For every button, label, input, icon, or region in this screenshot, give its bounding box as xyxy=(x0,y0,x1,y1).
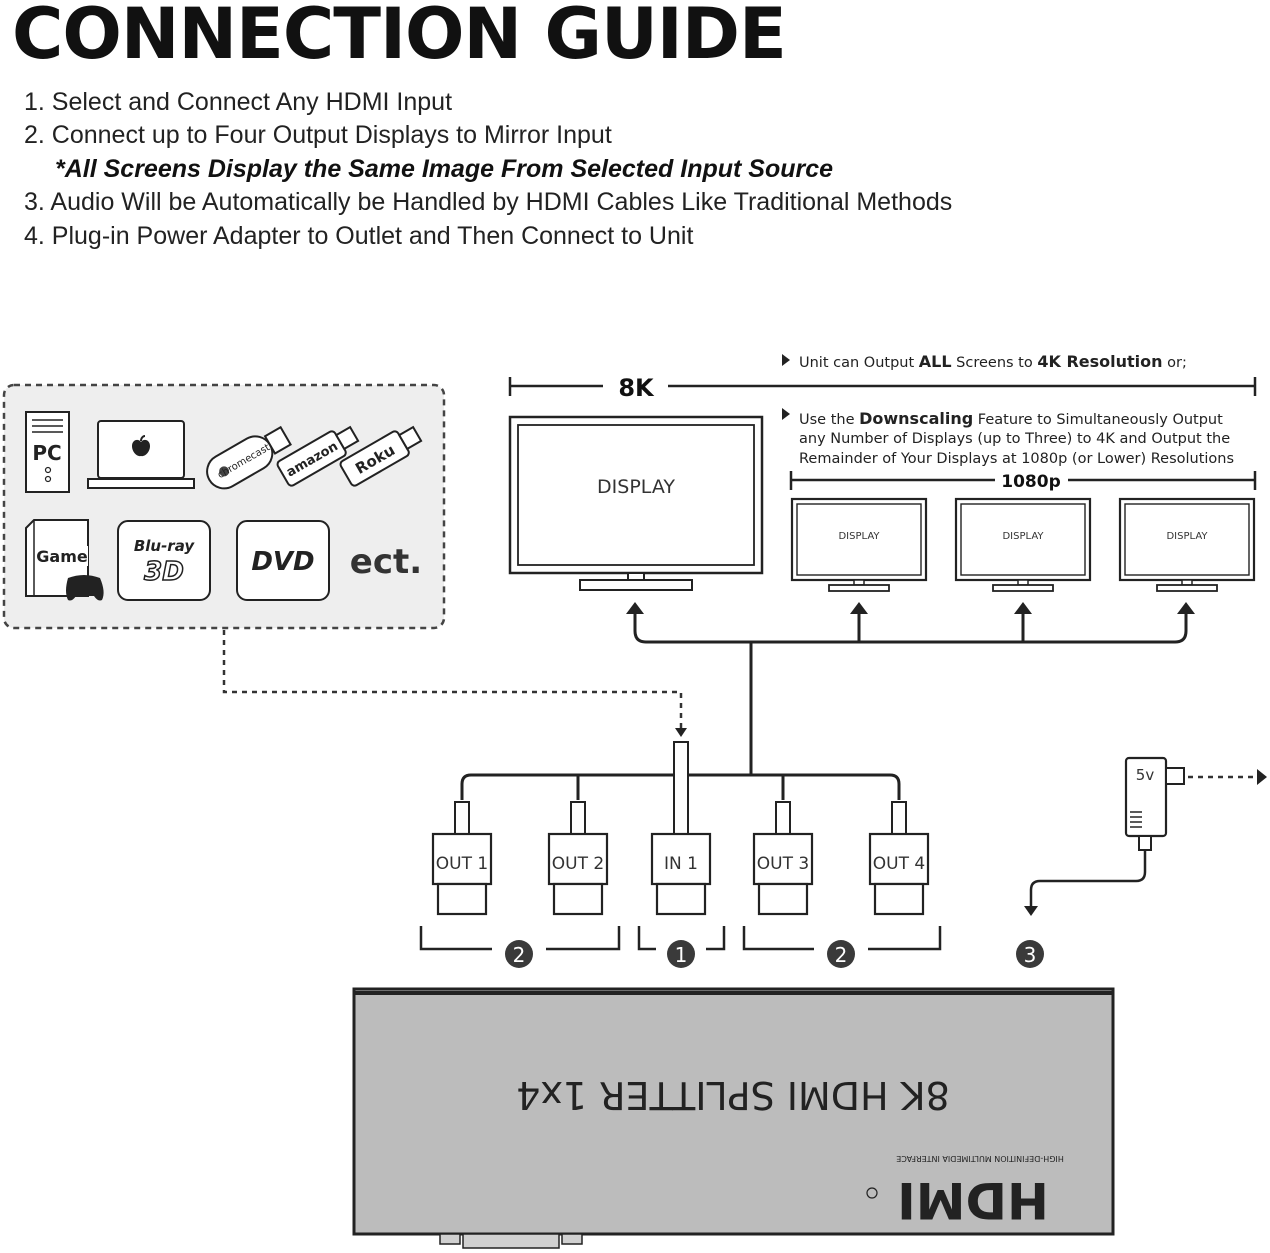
connector-out-1: OUT 1 xyxy=(431,801,493,916)
device-name: 8K HDMI SPLITTER 1x4 xyxy=(516,1073,950,1117)
resolution-notes: Unit can Output ALL Screens to 4K Resolu… xyxy=(782,352,1234,467)
bracket-8k: 8K xyxy=(508,374,1257,402)
small-display-3-label: DISPLAY xyxy=(1166,531,1208,542)
game-label: Game xyxy=(36,547,88,566)
arrow-up-icon xyxy=(1177,602,1195,614)
bullet-1-all: ALL xyxy=(919,352,952,371)
marker-2b: 2 xyxy=(835,943,848,967)
bracket-1080p: 1080p xyxy=(789,471,1257,492)
port-in-1-label: IN 1 xyxy=(664,854,698,874)
bluray-3d-label: 3D xyxy=(144,557,184,587)
gamepad-icon xyxy=(66,575,104,601)
hdmi-logo: HDMI xyxy=(897,1171,1049,1229)
main-display-label: DISPLAY xyxy=(597,476,675,498)
input-dashed-line xyxy=(222,630,683,730)
bullet-1-post: or; xyxy=(1163,355,1187,371)
label-8k: 8K xyxy=(618,374,655,402)
step-3: 3. Audio Will be Automatically be Handle… xyxy=(24,188,953,216)
bullet-2-downscaling: Downscaling xyxy=(859,409,973,428)
step-brackets xyxy=(419,926,942,951)
etc-label: ect. xyxy=(350,542,422,582)
step-markers: 2 1 2 3 xyxy=(505,940,1044,968)
arrow-up-icon xyxy=(850,602,868,614)
small-display-2-label: DISPLAY xyxy=(1002,531,1044,542)
port-out-1-label: OUT 1 xyxy=(436,854,488,874)
power-arrow-icon xyxy=(1024,906,1038,916)
bullet-1: Unit can Output ALL Screens to 4K Resolu… xyxy=(799,352,1187,371)
small-display-1-label: DISPLAY xyxy=(838,531,880,542)
pc-icon: PC xyxy=(25,411,70,493)
step-2: 2. Connect up to Four Output Displays to… xyxy=(24,121,612,149)
note: *All Screens Display the Same Image From… xyxy=(55,155,834,183)
dvd-icon: DVD xyxy=(236,520,330,601)
main-display: DISPLAY xyxy=(508,415,764,591)
bullet-2-line-3: Remainder of Your Displays at 1080p (or … xyxy=(799,451,1234,467)
bluray-label: Blu-ray xyxy=(134,537,196,555)
bluray-icon: Blu-ray 3D xyxy=(117,520,211,601)
connector-out-2: OUT 2 xyxy=(547,801,609,916)
bullet-2-line-2: any Number of Displays (up to Three) to … xyxy=(799,431,1230,447)
input-arrow-icon xyxy=(675,728,687,737)
power-cable xyxy=(1029,850,1147,906)
step-1: 1. Select and Connect Any HDMI Input xyxy=(24,88,453,116)
laptop-icon xyxy=(87,420,195,489)
small-display-2: DISPLAY xyxy=(954,497,1092,592)
power-adapter-icon: 5v xyxy=(1124,756,1185,851)
marker-2a: 2 xyxy=(513,943,526,967)
bullet-1-mid: Screens to xyxy=(952,355,1038,371)
dvd-label: DVD xyxy=(251,547,314,577)
label-1080p: 1080p xyxy=(1001,472,1060,492)
arrow-up-icon xyxy=(1014,602,1032,614)
arrow-up-icon xyxy=(626,602,644,614)
marker-1: 1 xyxy=(675,943,688,967)
registered-icon xyxy=(866,1187,878,1199)
port-out-2-label: OUT 2 xyxy=(552,854,604,874)
page-title: CONNECTION GUIDE xyxy=(12,0,787,75)
splitter-device: 8K HDMI SPLITTER 1x4 HDMI HIGH-DEFINITIO… xyxy=(352,987,1115,1249)
connector-in-1: IN 1 xyxy=(650,741,712,916)
hdmi-logo-subtitle: HIGH-DEFINITION MULTIMEDIA INTERFACE xyxy=(896,1154,1064,1163)
connector-out-4: OUT 4 xyxy=(868,801,930,916)
port-out-3-label: OUT 3 xyxy=(757,854,809,874)
step-4: 4. Plug-in Power Adapter to Outlet and T… xyxy=(24,222,694,250)
up-arrows xyxy=(626,602,1195,614)
adapter-label: 5v xyxy=(1136,766,1155,784)
bullet-1-pre: Unit can Output xyxy=(799,355,919,371)
bullet-2-post: Feature to Simultaneously Output xyxy=(973,412,1223,428)
bullet-1-4k: 4K Resolution xyxy=(1037,352,1162,371)
port-out-4-label: OUT 4 xyxy=(873,854,925,874)
output-lines xyxy=(460,610,1188,800)
outlet-arrow-icon xyxy=(1257,769,1267,785)
connector-out-3: OUT 3 xyxy=(752,801,814,916)
pc-label: PC xyxy=(32,441,61,465)
bullet-2-line-1: Use the Downscaling Feature to Simultane… xyxy=(799,409,1223,428)
small-display-1: DISPLAY xyxy=(790,497,928,592)
small-display-3: DISPLAY xyxy=(1118,497,1256,592)
bullet-2-pre: Use the xyxy=(799,412,859,428)
marker-3: 3 xyxy=(1024,943,1037,967)
